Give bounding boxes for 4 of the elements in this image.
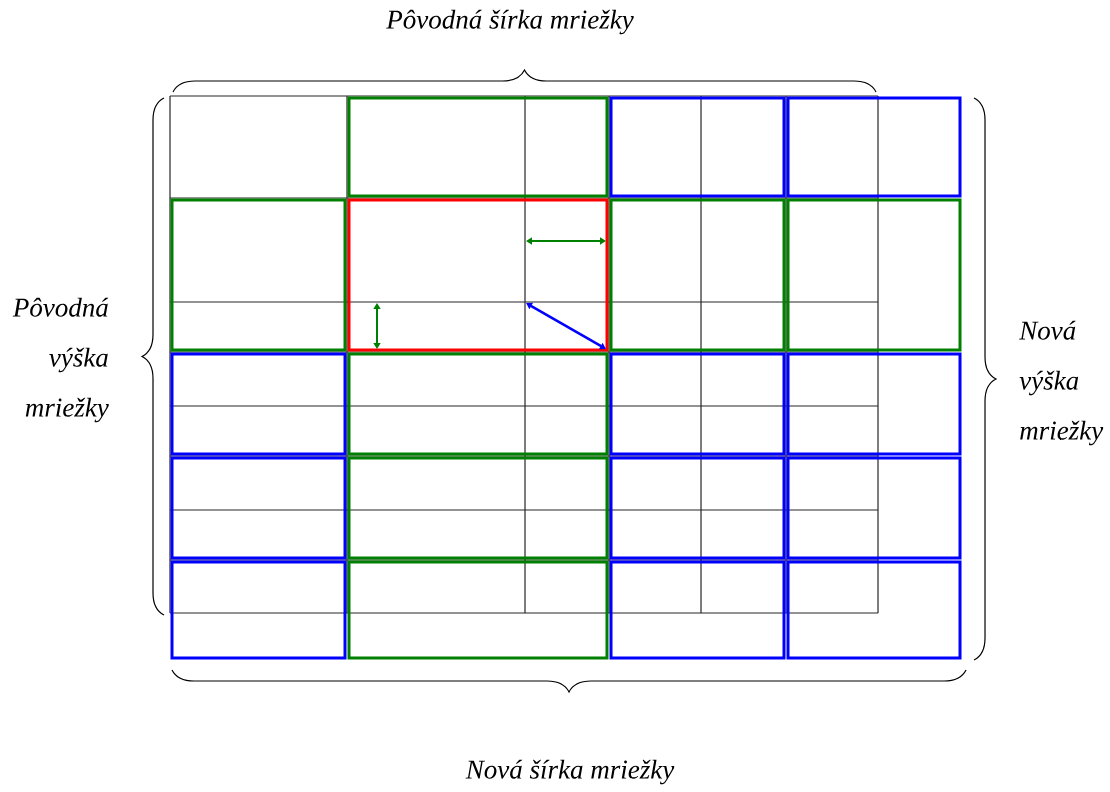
brace-label: Nová šírka mriežky	[465, 759, 675, 785]
brace-label: Nová výška mriežky	[1019, 320, 1104, 446]
brace-label: Pôvodná výška mriežky	[12, 297, 109, 423]
brace-label: Pôvodná šírka mriežky	[386, 9, 634, 35]
